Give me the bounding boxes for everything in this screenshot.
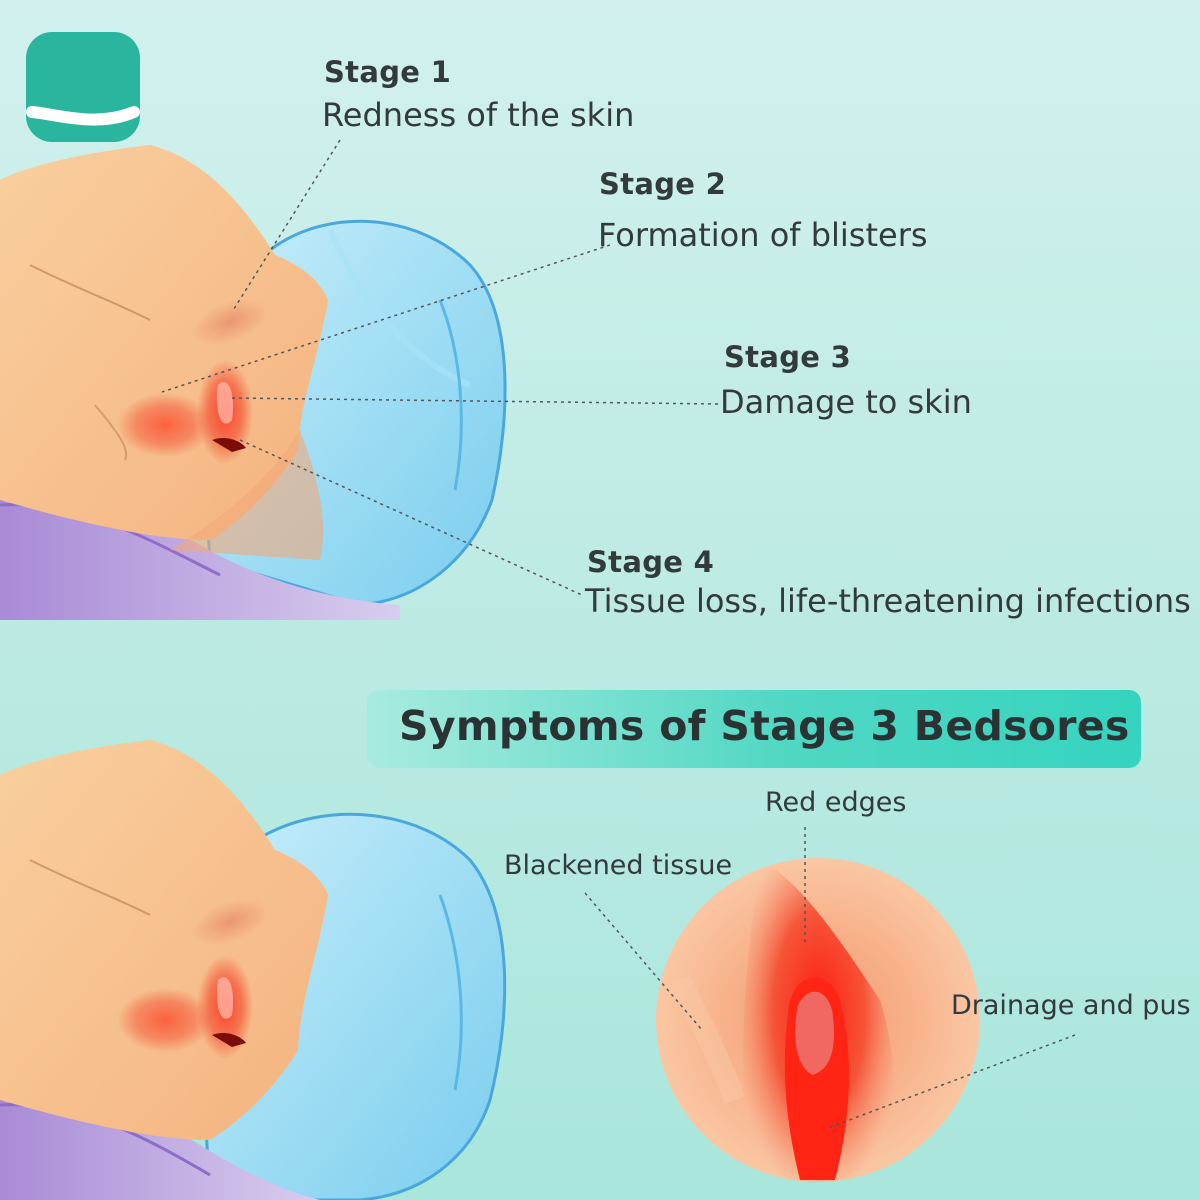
wound-zoom-circle: [656, 858, 980, 1182]
brand-logo: [26, 32, 140, 142]
symptom-blackened-tissue: Blackened tissue: [504, 850, 733, 881]
stage-4-description: Tissue loss, life-threatening infections: [585, 582, 1191, 620]
top-patient-scene: [0, 145, 507, 620]
symptoms-banner: [367, 690, 1141, 768]
stage-1-description: Redness of the skin: [322, 96, 635, 134]
stage-1-title: Stage 1: [324, 55, 452, 89]
stage-2-description: Formation of blisters: [598, 216, 928, 254]
symptoms-heading: Symptoms of Stage 3 Bedsores: [399, 702, 1130, 750]
stage-4-title: Stage 4: [587, 545, 715, 579]
leader-lines: [161, 139, 1076, 1129]
smile-logo-icon: [26, 106, 140, 126]
stage-3-title: Stage 3: [724, 340, 852, 374]
stage-2-title: Stage 2: [599, 167, 727, 201]
symptom-red-edges: Red edges: [765, 787, 907, 818]
symptom-drainage: Drainage and pus: [951, 990, 1191, 1021]
bottom-patient-scene: [0, 740, 507, 1200]
stage-3-description: Damage to skin: [720, 383, 972, 421]
